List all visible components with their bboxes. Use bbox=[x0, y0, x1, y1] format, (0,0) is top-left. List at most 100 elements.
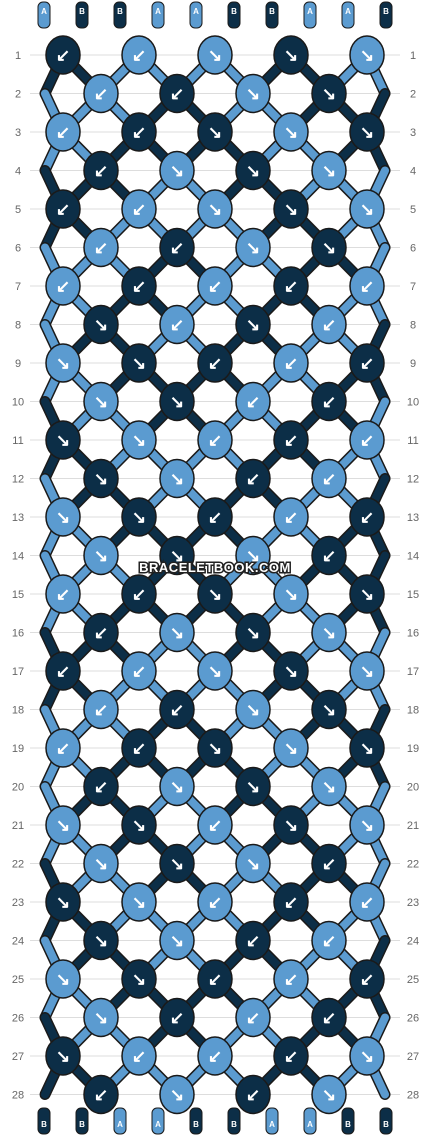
knot: ↘ bbox=[159, 150, 195, 191]
knot-oval bbox=[45, 497, 81, 537]
knot-arrow-icon: ↘ bbox=[322, 239, 336, 258]
knot-oval bbox=[235, 766, 271, 807]
row-number-left: 28 bbox=[12, 1090, 24, 1102]
knot: ↘ bbox=[349, 728, 385, 768]
knot: ↙ bbox=[83, 73, 119, 114]
knot: ↙ bbox=[121, 651, 157, 691]
top-strand-label: A bbox=[155, 7, 161, 16]
knot-arrow-icon: ↙ bbox=[56, 200, 70, 219]
knot: ↘ bbox=[159, 766, 195, 807]
row-number-left: 5 bbox=[15, 204, 21, 216]
knot-arrow-icon: ↘ bbox=[246, 239, 260, 258]
knot: ↙ bbox=[83, 150, 119, 191]
knot-arrow-icon: ↙ bbox=[132, 1047, 146, 1066]
knot-arrow-icon: ↘ bbox=[132, 354, 146, 373]
knot-oval bbox=[273, 728, 309, 768]
knot-arrow-icon: ↙ bbox=[284, 970, 298, 989]
knot-oval bbox=[349, 35, 385, 75]
knot: ↘ bbox=[273, 728, 309, 768]
row-number-right: 10 bbox=[407, 397, 419, 409]
knot-oval bbox=[121, 651, 157, 691]
knot-oval bbox=[197, 959, 233, 999]
knot: ↘ bbox=[83, 997, 119, 1038]
knot-arrow-icon: ↙ bbox=[94, 162, 108, 181]
row-number-right: 28 bbox=[407, 1090, 419, 1102]
knot: ↘ bbox=[45, 805, 81, 845]
knot: ↘ bbox=[83, 920, 119, 961]
knot: ↘ bbox=[235, 612, 271, 653]
bottom-strand-label: A bbox=[117, 1120, 123, 1129]
knot-oval bbox=[235, 1074, 271, 1115]
top-strand-label: B bbox=[269, 7, 275, 16]
knot-oval bbox=[273, 343, 309, 383]
knot: ↙ bbox=[45, 35, 81, 75]
knot-arrow-icon: ↘ bbox=[94, 855, 108, 874]
knot-oval bbox=[121, 343, 157, 383]
row-number-right: 4 bbox=[410, 166, 416, 178]
knot-oval bbox=[45, 1036, 81, 1076]
knot-arrow-icon: ↘ bbox=[322, 85, 336, 104]
row-number-right: 15 bbox=[407, 589, 419, 601]
knot-arrow-icon: ↘ bbox=[284, 585, 298, 604]
knot-oval bbox=[235, 304, 271, 345]
knot-oval bbox=[159, 920, 195, 961]
knot-arrow-icon: ↘ bbox=[246, 855, 260, 874]
knot-arrow-icon: ↘ bbox=[246, 85, 260, 104]
knot: ↘ bbox=[121, 805, 157, 845]
knot-oval bbox=[121, 189, 157, 229]
knot-oval bbox=[197, 189, 233, 229]
knot-oval bbox=[311, 150, 347, 191]
knot: ↙ bbox=[311, 843, 347, 884]
row-number-left: 7 bbox=[15, 281, 21, 293]
row-number-right: 6 bbox=[410, 243, 416, 255]
knot-oval bbox=[197, 805, 233, 845]
row-number-left: 23 bbox=[12, 897, 24, 909]
knot: ↙ bbox=[197, 959, 233, 999]
knot: ↙ bbox=[273, 343, 309, 383]
knot: ↘ bbox=[121, 343, 157, 383]
knot: ↘ bbox=[83, 458, 119, 499]
knot: ↘ bbox=[235, 304, 271, 345]
knot-oval bbox=[235, 227, 271, 268]
knot-arrow-icon: ↘ bbox=[322, 1086, 336, 1105]
knot: ↙ bbox=[235, 920, 271, 961]
bottom-strand-end bbox=[113, 1107, 127, 1135]
row-number-right: 21 bbox=[407, 820, 419, 832]
knot-arrow-icon: ↘ bbox=[284, 200, 298, 219]
knot: ↙ bbox=[159, 73, 195, 114]
knot: ↘ bbox=[235, 766, 271, 807]
knot: ↙ bbox=[273, 959, 309, 999]
knot: ↘ bbox=[311, 689, 347, 730]
knot-arrow-icon: ↙ bbox=[56, 585, 70, 604]
knot: ↘ bbox=[197, 189, 233, 229]
knot: ↘ bbox=[197, 35, 233, 75]
knot-oval bbox=[45, 959, 81, 999]
knot-arrow-icon: ↘ bbox=[360, 739, 374, 758]
knot-arrow-icon: ↙ bbox=[360, 893, 374, 912]
knot-arrow-icon: ↙ bbox=[132, 739, 146, 758]
knot-oval bbox=[235, 920, 271, 961]
knot-arrow-icon: ↙ bbox=[360, 431, 374, 450]
knot-oval bbox=[121, 959, 157, 999]
knot-oval bbox=[311, 1074, 347, 1115]
knot: ↙ bbox=[273, 1036, 309, 1076]
knot-oval bbox=[235, 843, 271, 884]
top-strand-label: A bbox=[193, 7, 199, 16]
knot: ↙ bbox=[197, 805, 233, 845]
knot-arrow-icon: ↙ bbox=[284, 508, 298, 527]
knot: ↙ bbox=[235, 381, 271, 422]
knot-oval bbox=[311, 381, 347, 422]
knot: ↙ bbox=[235, 1074, 271, 1115]
bottom-strand-label: A bbox=[307, 1120, 313, 1129]
knot-arrow-icon: ↘ bbox=[360, 816, 374, 835]
top-strand-end bbox=[37, 1, 51, 29]
knot: ↙ bbox=[121, 266, 157, 306]
knot-oval bbox=[159, 997, 195, 1038]
knot: ↙ bbox=[159, 227, 195, 268]
knot-oval bbox=[273, 420, 309, 460]
knot-oval bbox=[349, 189, 385, 229]
knot-oval bbox=[235, 612, 271, 653]
knot-arrow-icon: ↘ bbox=[284, 816, 298, 835]
top-strand-label: A bbox=[41, 7, 47, 16]
knot-oval bbox=[273, 112, 309, 152]
